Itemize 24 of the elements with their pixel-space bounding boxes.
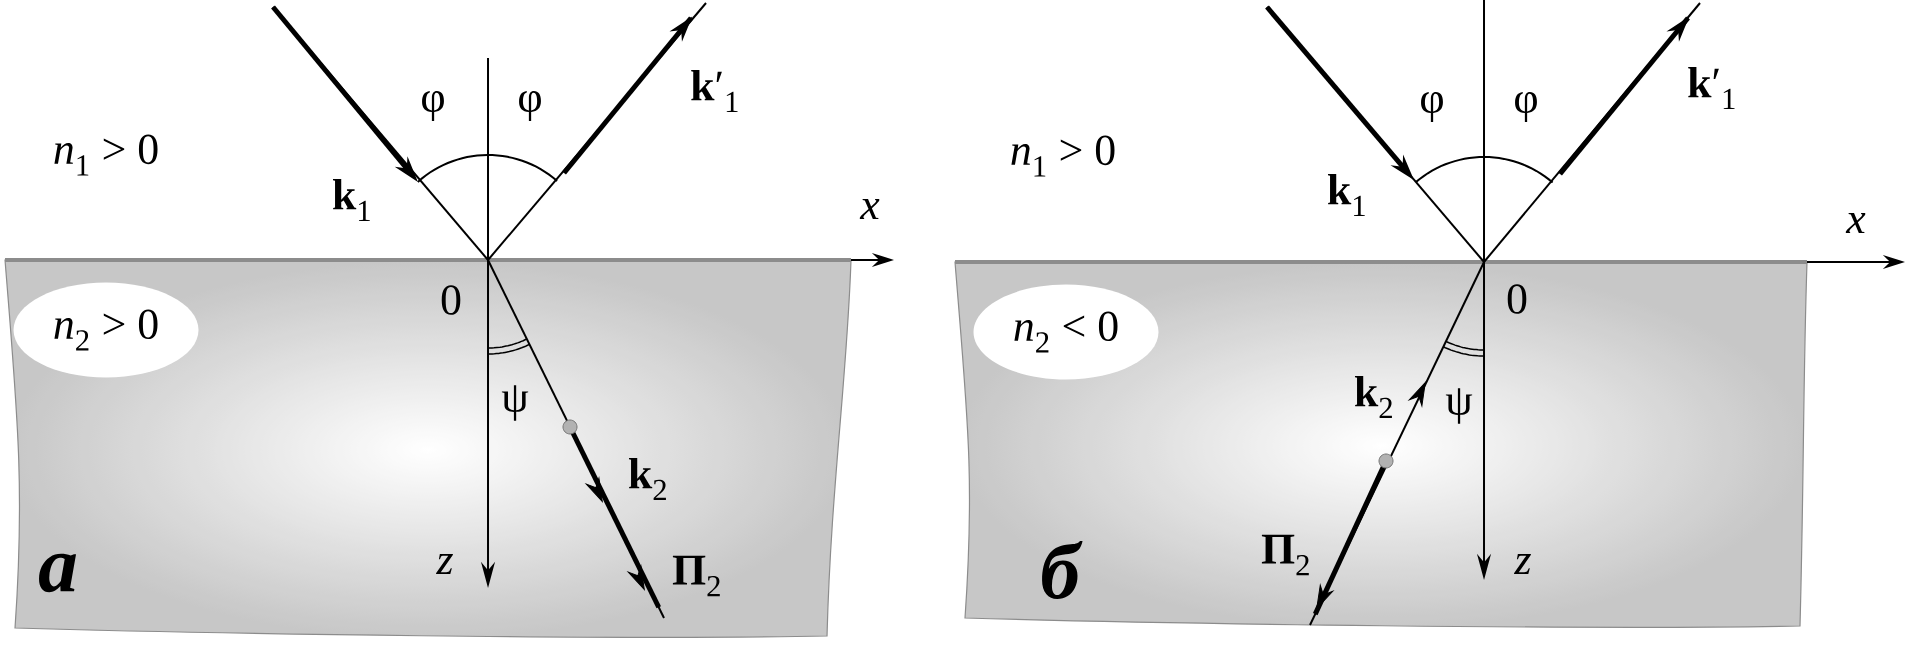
axis-label: φ — [1421, 92, 1443, 122]
axis-label: k′$_{1}$ — [1688, 66, 1735, 110]
axis-label: k′$_{1}$ — [691, 69, 738, 113]
panel-label: б — [1042, 541, 1083, 599]
axis-label: ψ — [1445, 388, 1473, 424]
axis-label: 0 — [441, 285, 461, 315]
axis-label: φ — [1515, 92, 1537, 122]
axis-label: φ — [422, 91, 444, 121]
axis-label: φ — [519, 91, 541, 121]
axis-label: 0 — [1507, 284, 1527, 314]
axis-label: x — [859, 198, 880, 220]
axis-label: Π$_{2}$ — [1261, 534, 1309, 576]
axis-label: z — [436, 553, 453, 575]
panel-label: а — [39, 553, 77, 593]
axis-label: k$_{2}$ — [629, 457, 666, 501]
axis-label: ψ — [501, 385, 529, 421]
axis-label: k$_{1}$ — [1328, 173, 1365, 217]
axis-label: x — [1845, 212, 1866, 234]
axis-label: k$_{2}$ — [1355, 375, 1392, 419]
axis-label: n$_{1}$ > 0 — [1011, 135, 1115, 177]
axis-label: n$_{1}$ > 0 — [54, 134, 158, 176]
axis-label: z — [1514, 553, 1531, 575]
axis-label: Π$_{2}$ — [672, 555, 720, 597]
axis-label: k$_{1}$ — [333, 178, 370, 222]
